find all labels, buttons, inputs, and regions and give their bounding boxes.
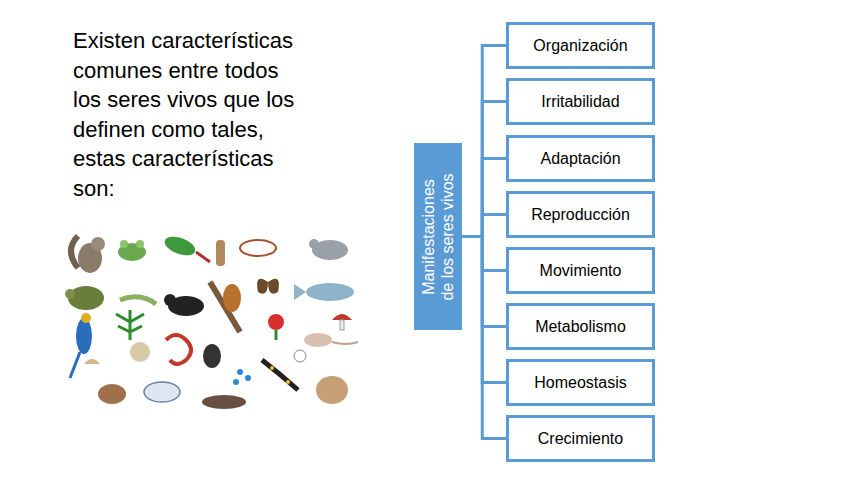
- bracket-connector: [462, 237, 506, 383]
- category-box: Irritabilidad: [506, 78, 655, 125]
- bracket-connector: [462, 237, 506, 439]
- category-box: Adaptación: [506, 135, 655, 182]
- category-box: Reproducción: [506, 191, 655, 238]
- category-label: Irritabilidad: [541, 92, 619, 111]
- bracket-connector: [462, 46, 506, 237]
- title-bar: Manifestaciones de los seres vivos: [414, 143, 462, 330]
- vertical-title: Manifestaciones de los seres vivos: [419, 169, 457, 305]
- category-box: Organización: [506, 22, 655, 69]
- bracket-connector: [462, 237, 506, 327]
- animal-figures: [65, 233, 358, 409]
- bracket-connector: [462, 159, 506, 237]
- category-label: Organización: [533, 36, 627, 55]
- category-label: Movimiento: [540, 261, 622, 280]
- category-box: Crecimiento: [506, 415, 655, 462]
- category-label: Adaptación: [540, 149, 620, 168]
- bracket-connector: [462, 237, 506, 271]
- intro-text: Existen características comunes entre to…: [73, 26, 305, 203]
- category-label: Metabolismo: [535, 317, 626, 336]
- category-label: Crecimiento: [538, 429, 623, 448]
- category-label: Homeostasis: [534, 373, 626, 392]
- category-box: Metabolismo: [506, 303, 655, 350]
- bracket-connector: [462, 215, 506, 237]
- category-label: Reproducción: [531, 205, 630, 224]
- bracket-connector: [462, 102, 506, 237]
- category-box: Movimiento: [506, 247, 655, 294]
- category-box: Homeostasis: [506, 359, 655, 406]
